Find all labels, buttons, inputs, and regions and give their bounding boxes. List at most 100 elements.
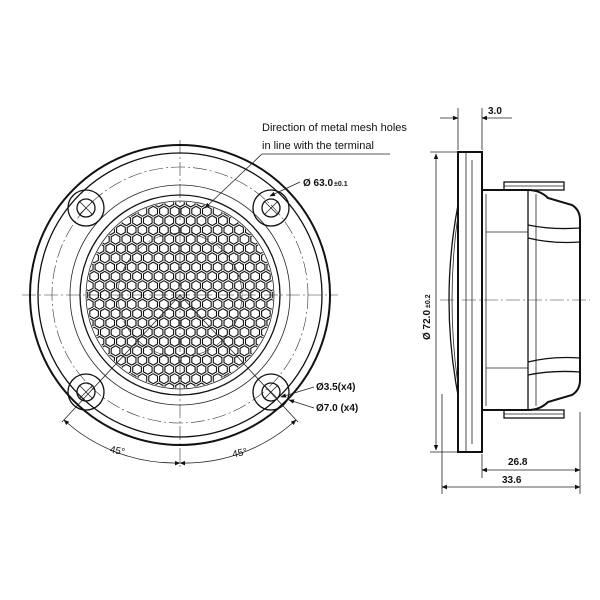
grille-dome-profile [448, 204, 459, 396]
mesh-cell [153, 289, 164, 301]
mesh-cell [207, 345, 218, 357]
mesh-cell [191, 205, 201, 217]
mesh-cell [191, 298, 201, 310]
mesh-cell [180, 317, 191, 329]
mesh-cell [250, 252, 261, 264]
mesh-cell [105, 242, 116, 255]
mesh-cell [169, 261, 180, 273]
mesh-cell [87, 270, 89, 283]
mesh-cell [142, 326, 153, 338]
mesh-cell [207, 326, 218, 338]
mesh-cell [132, 345, 142, 357]
mesh-cell [234, 242, 244, 255]
angle-ray-left [61, 294, 181, 423]
mesh-cell [239, 252, 250, 264]
mesh-cell [175, 252, 185, 264]
mesh-cell [223, 298, 234, 310]
mesh-cell [239, 233, 250, 245]
mesh-cell [218, 252, 228, 264]
mesh-cell [180, 205, 191, 217]
mesh-cell [105, 261, 116, 273]
mesh-cell [228, 326, 239, 338]
mesh-cell [180, 373, 191, 385]
mesh-cell [212, 261, 223, 273]
mesh-cell [169, 242, 180, 255]
mesh-cell [250, 289, 261, 301]
mesh-cell [89, 289, 99, 301]
mesh-cell [239, 307, 250, 320]
mesh-cell [132, 270, 142, 283]
mesh-cell [191, 373, 201, 385]
mesh-cell [126, 280, 137, 292]
mesh-cell [228, 270, 239, 283]
mesh-cell [175, 307, 185, 320]
mesh-cell [148, 317, 159, 329]
mesh-cell [116, 280, 126, 292]
mesh-cell [159, 242, 169, 255]
mesh-cell [169, 280, 180, 292]
mesh-cell [212, 280, 223, 292]
mesh-cell [132, 307, 142, 320]
mesh-cell [185, 202, 196, 208]
mesh-cell [105, 298, 116, 310]
mesh-cell [148, 354, 159, 366]
mesh-cell [175, 363, 185, 376]
mesh-cell [121, 214, 132, 227]
mesh-cell [234, 261, 244, 273]
outer-diameter-tolerance: ±0.2 [425, 294, 432, 308]
mesh-cell [132, 252, 142, 264]
mesh-cell [250, 326, 261, 338]
mesh-cell [255, 317, 266, 329]
mesh-cell [207, 214, 218, 227]
mesh-cell [132, 214, 142, 227]
mesh-cell [185, 326, 196, 338]
mesh-cell [164, 202, 175, 208]
mesh-cell [153, 307, 164, 320]
motor-body-profile [482, 189, 581, 411]
mesh-cell [266, 280, 273, 292]
mesh-cell [218, 363, 228, 376]
mesh-cell [244, 261, 255, 273]
mesh-cell [153, 326, 164, 338]
mesh-cell [218, 345, 228, 357]
mesh-cell [201, 261, 212, 273]
mesh-cell [244, 298, 255, 310]
mesh-cell [148, 335, 159, 348]
mesh-cell [87, 289, 89, 301]
mesh-cell [201, 317, 212, 329]
mesh-cell [223, 317, 234, 329]
mesh-cell [159, 261, 169, 273]
mesh-cell [271, 289, 273, 301]
mesh-cell [110, 233, 121, 245]
mesh-cell [185, 233, 196, 245]
mesh-cell [244, 335, 255, 348]
mesh-cell [191, 242, 201, 255]
mesh-cell [234, 280, 244, 292]
mesh-cell [126, 261, 137, 273]
mesh-cell [148, 224, 159, 236]
mesh-cell [169, 224, 180, 236]
mesh-note-line1: Direction of metal mesh holes [262, 122, 407, 134]
mesh-cell [175, 202, 185, 208]
mesh-cell [218, 270, 228, 283]
mesh-cell [159, 335, 169, 348]
mesh-cell [218, 289, 228, 301]
mesh-cell [126, 242, 137, 255]
mesh-cell [239, 345, 250, 357]
mounting-hole-top-right [252, 189, 290, 227]
mesh-cell [234, 317, 244, 329]
outer-diameter-label: Ø 72.0±0.2 [422, 294, 433, 340]
mesh-cell [137, 280, 148, 292]
mesh-cell [180, 242, 191, 255]
mesh-cell [116, 335, 126, 348]
mesh-cell [223, 280, 234, 292]
mesh-cell [175, 289, 185, 301]
mesh-cell [159, 280, 169, 292]
mesh-cell [105, 335, 116, 348]
mesh-cell [244, 280, 255, 292]
mesh-cell [94, 280, 105, 292]
mesh-cell [191, 354, 201, 366]
mesh-cell [255, 280, 266, 292]
mesh-cell [180, 354, 191, 366]
mesh-cell [271, 307, 273, 320]
